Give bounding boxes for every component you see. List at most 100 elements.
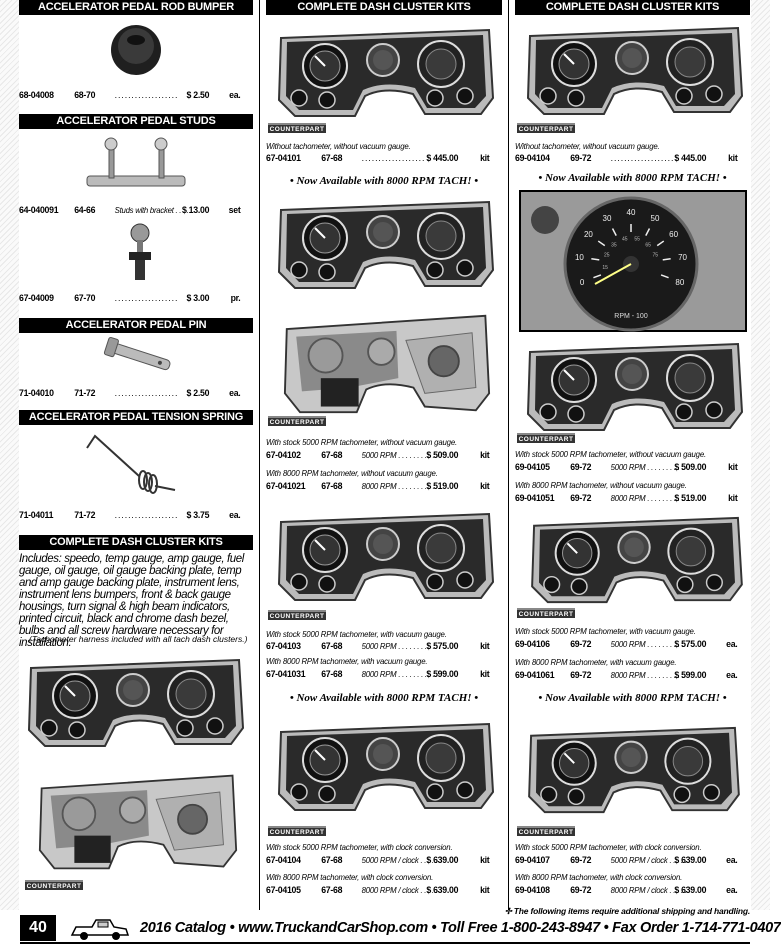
footer-contact-line: 2016 Catalog • www.TruckandCarShop.com •… [140, 920, 781, 936]
counterpart-badge: COUNTERPART [517, 608, 575, 618]
dash-cluster-image [25, 654, 245, 754]
tach-inner-number: 55 [634, 237, 640, 243]
kit-includes-text: Includes: speedo, temp gauge, amp gauge,… [19, 553, 244, 649]
kit-description: With stock 5000 RPM tachometer, with vac… [266, 629, 447, 639]
tach-inner-number: 15 [602, 265, 608, 271]
tach-number: 10 [575, 253, 584, 262]
kit-description: With 8000 RPM tachometer, with clock con… [515, 872, 683, 882]
tach-harness-note: (Tachometer harness included with all ta… [29, 634, 248, 644]
margin-pattern-right [751, 0, 770, 910]
dash-cluster-back-image [280, 312, 494, 416]
tach-tick [662, 258, 671, 261]
dash-cluster-image [274, 24, 496, 124]
tach-number: 40 [627, 208, 636, 217]
section-header: COMPLETE DASH CLUSTER KITS [266, 0, 502, 15]
kit-description: With stock 5000 RPM tachometer, with clo… [515, 842, 702, 852]
counterpart-badge: COUNTERPART [517, 826, 575, 836]
kit-description: With 8000 RPM tachometer, with vacuum ga… [266, 656, 428, 666]
shipping-note: ✢ The following items require additional… [504, 906, 750, 916]
section-header: COMPLETE DASH CLUSTER KITS [19, 535, 253, 550]
kit-description: With 8000 RPM tachometer, with clock con… [266, 872, 434, 882]
tach-number: 20 [584, 230, 593, 239]
tach-tick [645, 228, 651, 236]
page-number: 40 [20, 915, 56, 941]
tach-number: 30 [603, 214, 612, 223]
rod-bumper-image [111, 25, 161, 75]
counterpart-badge: COUNTERPART [268, 416, 326, 426]
dash-cluster-tach-image [523, 338, 745, 438]
tach-inner-number: 25 [604, 253, 610, 259]
counterpart-badge: COUNTERPART [517, 433, 575, 443]
availability-banner: • Now Available with 8000 RPM TACH! • [538, 692, 727, 704]
tach-tick [611, 228, 617, 236]
section-header: COMPLETE DASH CLUSTER KITS [515, 0, 750, 15]
tach-inner-number: 45 [622, 237, 628, 243]
tach-tick [597, 240, 606, 247]
tach-inner-number: 35 [611, 242, 617, 248]
section-header: ACCELERATOR PEDAL STUDS [19, 114, 253, 129]
tach-tick [591, 258, 600, 261]
dash-cluster-image [523, 22, 745, 122]
kit-description: With 8000 RPM tachometer, without vacuum… [266, 468, 438, 478]
counterpart-badge: COUNTERPART [517, 123, 575, 133]
dash-cluster-tach-image [274, 196, 496, 296]
page-footer: ✢ The following items require additional… [0, 905, 781, 950]
column-divider [508, 0, 509, 910]
tach-number: 0 [580, 278, 585, 287]
counterpart-badge: COUNTERPART [268, 610, 326, 620]
kit-description: With stock 5000 RPM tachometer, without … [266, 437, 458, 447]
dash-cluster-vacuum-image [274, 508, 496, 608]
tach-inner-number: 65 [645, 242, 651, 248]
tach-inner-number: 75 [652, 253, 658, 259]
tach-tick [656, 240, 665, 247]
availability-banner: • Now Available with 8000 RPM TACH! • [538, 172, 727, 184]
availability-banner: • Now Available with 8000 RPM TACH! • [289, 692, 479, 704]
section-header: ACCELERATOR PEDAL TENSION SPRING [19, 410, 253, 425]
tach-tick [660, 274, 669, 279]
counterpart-badge: COUNTERPART [25, 880, 83, 890]
footer-rule [20, 942, 750, 944]
pedal-pin-image [103, 336, 171, 371]
kit-description: Without tachometer, without vacuum gauge… [515, 141, 660, 151]
availability-banner: • Now Available with 8000 RPM TACH! • [289, 175, 479, 187]
kit-description: With stock 5000 RPM tachometer, without … [515, 449, 707, 459]
dash-cluster-clock-image [274, 718, 496, 818]
tension-spring-image [86, 434, 176, 494]
tach-needle [594, 263, 632, 285]
margin-pattern-left [0, 0, 19, 910]
kit-description: With stock 5000 RPM tachometer, with vac… [515, 626, 696, 636]
dash-cluster-vacuum-image [527, 512, 745, 610]
dash-cluster-back-image [33, 772, 243, 872]
kit-description: Without tachometer, without vacuum gauge… [266, 141, 411, 151]
tach-number: 70 [678, 253, 687, 262]
column-dash-kits-67-68: COMPLETE DASH CLUSTER KITS COUNTERPART W… [266, 0, 502, 910]
kit-description: With 8000 RPM tachometer, with vacuum ga… [515, 657, 677, 667]
pedal-studs-image [86, 137, 186, 187]
tach-number: 50 [651, 214, 660, 223]
kit-description: With stock 5000 RPM tachometer, with clo… [266, 842, 453, 852]
kit-description: With 8000 RPM tachometer, without vacuum… [515, 480, 687, 490]
column-dash-kits-69-72: COMPLETE DASH CLUSTER KITS COUNTERPART W… [515, 0, 750, 910]
tach-caption: RPM - 100 [614, 313, 648, 320]
tach-number: 60 [669, 230, 678, 239]
section-header: ACCELERATOR PEDAL PIN [19, 318, 253, 333]
truck-logo-icon [70, 919, 130, 940]
